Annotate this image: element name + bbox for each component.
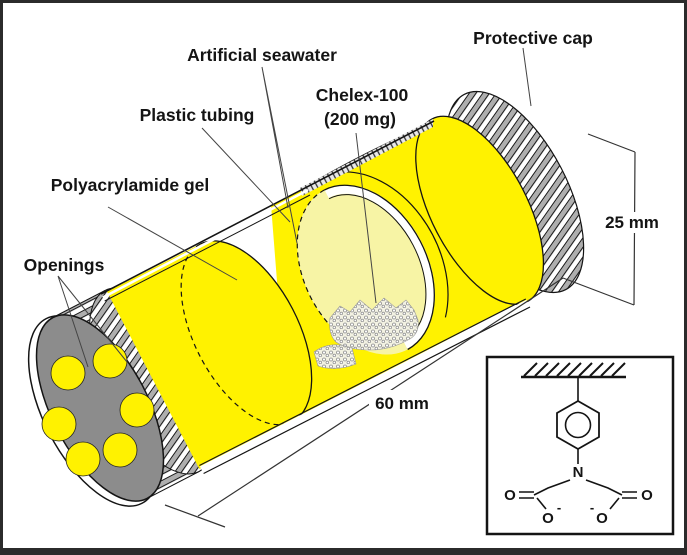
opening-hole — [41, 406, 77, 442]
chamber-inner-edge — [328, 194, 427, 342]
polyacrylamide-gel-label: Polyacrylamide gel — [51, 175, 210, 195]
plastic-tubing-label: Plastic tubing — [140, 105, 255, 125]
protective-cap-label: Protective cap — [473, 28, 593, 48]
left-methylene-bonds — [533, 479, 571, 496]
nitrogen-atom: N — [573, 464, 584, 481]
length-dimension-label: 60 mm — [375, 394, 429, 413]
tube-top-wall-white — [102, 188, 309, 299]
tube-bottom-inner-line — [199, 298, 527, 467]
left-negative-charge: - — [557, 500, 561, 515]
benzene-aromatic-circle — [564, 411, 592, 439]
opening-hole — [92, 343, 128, 379]
chamber-hidden-edge-dashed — [296, 189, 357, 347]
chelex-granules — [313, 297, 419, 369]
chelex-leader — [355, 132, 377, 304]
polyacrylamide-gel-plug — [107, 240, 313, 469]
right-carbonyl-oxygen: O — [641, 487, 653, 504]
opening-hole — [119, 392, 155, 428]
left-cap — [27, 287, 215, 507]
tube-top-inner-line — [104, 194, 311, 302]
chelex-amount-label: (200 mg) — [324, 109, 396, 129]
openings-label: Openings — [24, 255, 105, 275]
artificial-seawater-label: Artificial seawater — [187, 45, 337, 65]
chelex-structure-inset: N O O O O - - — [485, 355, 675, 536]
opening-hole — [65, 441, 101, 477]
left-carboxylate-bond — [536, 497, 547, 510]
left-carboxylate-oxygen: O — [542, 510, 554, 527]
cap-openings — [41, 343, 155, 477]
length-dimension-tick — [164, 504, 226, 528]
figure-frame-bottom — [0, 548, 687, 555]
right-methylene-bonds — [585, 479, 623, 496]
right-carbonyl-double-bond — [622, 491, 637, 499]
tube-bottom-wall-white — [199, 299, 530, 473]
inset-box — [485, 355, 675, 536]
openings-leaders — [57, 275, 128, 368]
chamber-outer-edge — [324, 184, 435, 351]
length-label-backing — [369, 390, 436, 413]
inner-piston-arc — [337, 171, 449, 318]
granule-pile — [329, 297, 419, 351]
plastic-tubing-leader — [201, 127, 291, 223]
structure-bonds — [519, 377, 637, 510]
opening-hole — [102, 432, 138, 468]
right-negative-charge: - — [590, 500, 594, 515]
polymer-backbone-hatching — [521, 362, 626, 379]
opening-hole — [50, 355, 86, 391]
gel-hidden-edge-dashed — [180, 243, 293, 426]
right-carboxylate-bond — [609, 497, 620, 510]
diameter-dimension-label: 25 mm — [605, 213, 659, 232]
protective-cap-leader — [522, 47, 532, 107]
left-carbonyl-double-bond — [519, 491, 534, 499]
tube-top-outline — [100, 120, 435, 295]
left-carbonyl-oxygen: O — [504, 487, 516, 504]
gel-face-edge — [199, 240, 313, 423]
leader-lines — [57, 47, 532, 368]
diameter-label-backing — [599, 212, 665, 233]
chelex-name-label: Chelex-100 — [316, 85, 409, 105]
granule-spill — [313, 344, 357, 369]
polyacrylamide-gel-leader — [107, 206, 238, 281]
artificial-seawater-leaders — [261, 66, 298, 244]
right-carboxylate-oxygen: O — [596, 510, 608, 527]
tube-wall-ring — [324, 185, 435, 349]
